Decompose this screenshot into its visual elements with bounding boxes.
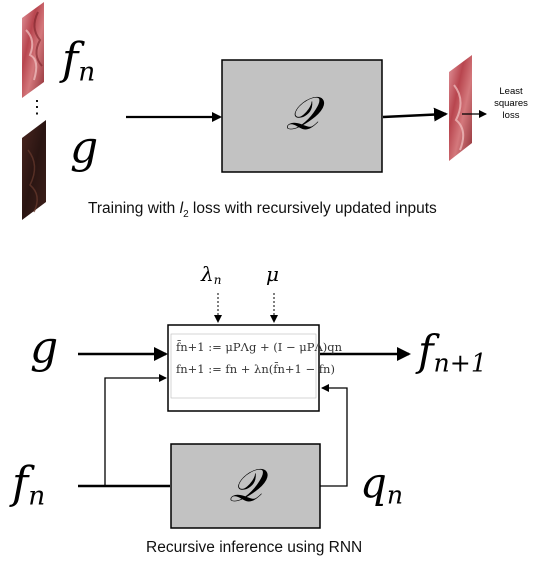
- bottom-caption: Recursive inference using RNN: [146, 539, 363, 556]
- fn-input-label: fn: [12, 458, 46, 512]
- bottom-operator-label: 𝒬: [228, 458, 263, 512]
- qn-label: qn: [360, 458, 404, 510]
- mu-label: μ: [266, 262, 279, 286]
- g-input-label: g: [30, 322, 59, 373]
- update-box: [167, 324, 320, 412]
- fn-image: [22, 2, 44, 98]
- top-operator-box: [221, 59, 383, 173]
- lambda-label: λn: [201, 262, 222, 287]
- bottom-operator-box: [170, 443, 321, 529]
- fn-feedback-line: [104, 374, 167, 486]
- ellipsis: ⋮: [28, 97, 46, 118]
- g-top-label: g: [70, 122, 99, 173]
- equation-line-2: fn+1 := fn + λn(f̄n+1 − fn): [176, 362, 335, 376]
- top-caption: Training with l2 loss with recursively u…: [88, 200, 437, 221]
- g-image: [22, 120, 46, 220]
- fn-top-label: fn: [62, 34, 96, 88]
- top-operator-label: 𝒬: [285, 86, 319, 140]
- equation-line-1: f̄n+1 := μPΛg + (I − μPΛ)qn: [176, 340, 343, 354]
- equation-frame: [170, 333, 317, 399]
- top-output-arrow: [382, 107, 448, 122]
- output-fn1-label: fn+1: [418, 326, 487, 378]
- qn-feedback-line: [320, 384, 348, 487]
- output-image: [449, 55, 472, 161]
- least-squares-loss-label: Least squares loss: [494, 86, 528, 121]
